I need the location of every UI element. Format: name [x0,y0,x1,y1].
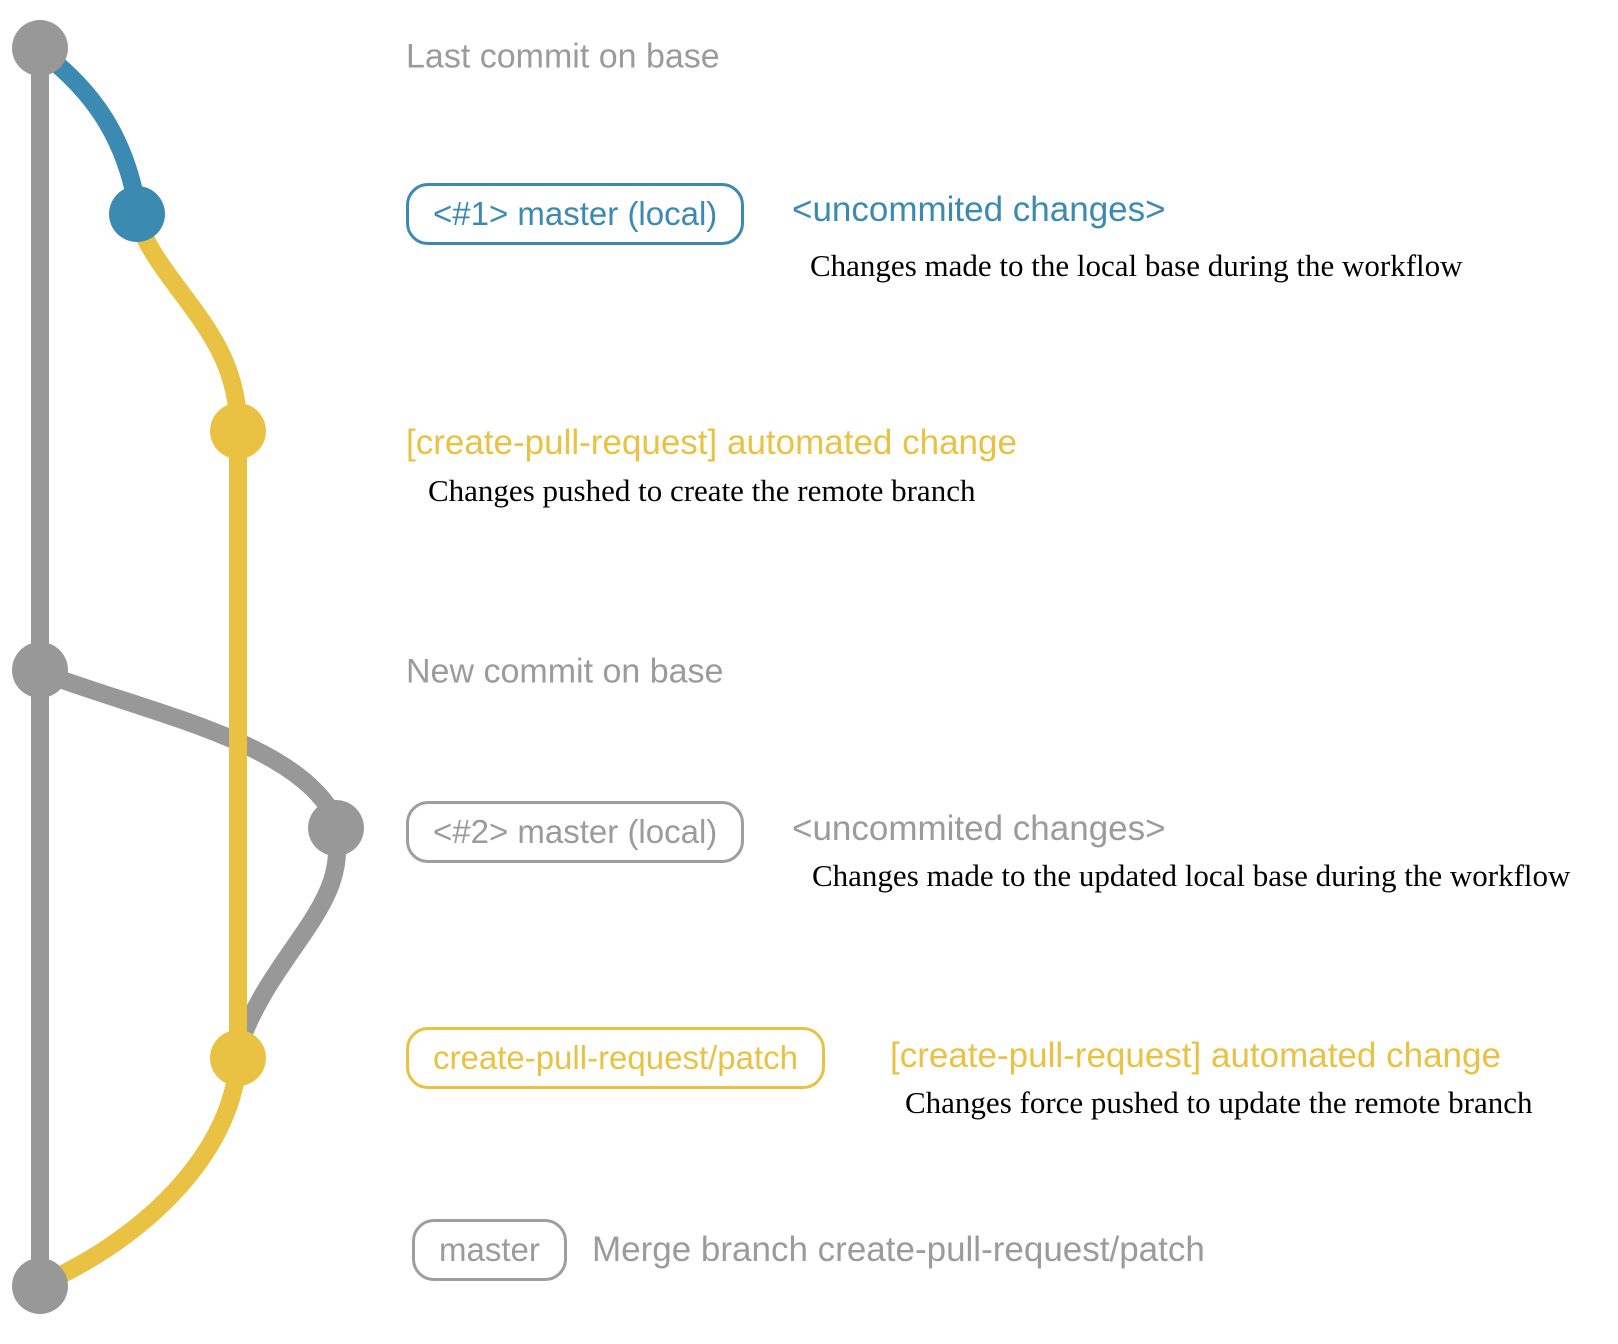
commit-message-uncommited-2: <uncommited changes> [792,809,1166,848]
commit-message-automated-1: [create-pull-request] automated change [406,423,1017,462]
branch-badge-master-local-1-label: <#1> master (local) [406,183,745,245]
commit-message-uncommited-1: <uncommited changes> [792,190,1166,229]
new-commit-title: New commit on base [406,652,724,691]
branch-badge-master: master [412,1219,567,1281]
merge-path [35,1053,247,1292]
branch-badge-create-pull-request-patch-label: create-pull-request/patch [406,1027,826,1089]
commit-note-local-1: Changes made to the local base during th… [810,248,1463,283]
commit-node-local-1 [109,186,165,242]
branch-badge-master-local-1: <#1> master (local) [406,183,745,245]
branch-badge-master-local-2-label: <#2> master (local) [406,801,745,863]
last-commit-title: Last commit on base [406,37,720,76]
commit-message-automated-2: [create-pull-request] automated change [890,1036,1501,1075]
branch-badge-master-local-2: <#2> master (local) [406,801,745,863]
local-branch-1-path [31,41,146,215]
commit-note-local-2: Changes made to the updated local base d… [812,858,1571,893]
commit-node-new-base [12,642,68,698]
local-branch-2-lower-path [230,827,347,1055]
local-branch-2-upper-path [31,663,345,829]
commit-node-remote-2 [210,1030,266,1086]
commit-note-remote-2: Changes force pushed to update the remot… [905,1085,1533,1120]
remote-branch-upper-path [128,211,247,433]
branch-badge-create-pull-request-patch: create-pull-request/patch [406,1027,826,1089]
branch-badge-master-label: master [412,1219,567,1281]
commit-node-local-2 [308,800,364,856]
commit-message-merge: Merge branch create-pull-request/patch [592,1230,1205,1269]
commit-node-remote-1 [210,403,266,459]
commit-note-remote-1: Changes pushed to create the remote bran… [428,473,976,508]
commit-node-last-base [12,20,68,76]
commit-node-merge [12,1258,68,1314]
